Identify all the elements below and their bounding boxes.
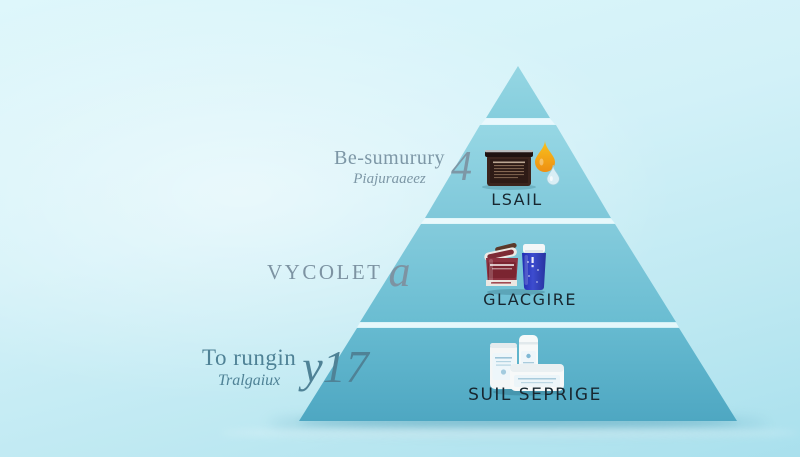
water-droplet-icon <box>546 164 560 186</box>
tier-middle-label: GLACGIRE <box>483 290 577 309</box>
tier-bottom-products <box>490 335 564 396</box>
dark-cream-jar-icon <box>485 150 533 186</box>
apex-shape <box>486 66 550 118</box>
tier-top-products <box>482 140 560 190</box>
tier-middle-shape <box>360 224 676 322</box>
side-label-bottom-numeral: y17 <box>302 341 369 392</box>
tier-top-label: LSAIL <box>491 190 543 209</box>
side-label-middle-lines: VYCOLET <box>267 260 383 285</box>
tier-bottom-label: SUIL SEPRIGE <box>468 385 602 405</box>
gap-3 <box>357 322 679 328</box>
red-mask-jar-icon <box>484 242 518 286</box>
side-label-top-numeral: 4 <box>451 144 473 190</box>
side-label-top-line2: Piajuraaeez <box>353 170 426 187</box>
side-label-bottom: To rungin Tralgaiux y17 <box>202 344 369 390</box>
side-label-top-line1: Be-sumurury <box>334 146 446 169</box>
orange-droplet-icon <box>535 140 555 172</box>
product-shadow <box>487 289 545 295</box>
blue-tube-icon <box>522 244 546 290</box>
side-label-bottom-line1: To rungin <box>202 344 297 370</box>
gap-2 <box>421 218 615 224</box>
white-jar-icon <box>510 364 564 391</box>
tier-middle-products <box>484 242 546 295</box>
side-label-top: Be-sumurury Piajuraaeez 4 <box>334 146 472 188</box>
side-label-bottom-line2: Tralgaiux <box>218 371 281 389</box>
side-label-middle: VYCOLET a <box>267 250 411 294</box>
gap-1 <box>481 118 555 125</box>
side-label-middle-numeral: a <box>388 247 411 296</box>
side-label-top-lines: Be-sumurury Piajuraaeez <box>334 147 445 188</box>
side-label-middle-line1: VYCOLET <box>267 259 383 284</box>
side-label-bottom-lines: To rungin Tralgaiux <box>202 345 296 390</box>
floor-highlight <box>220 429 800 437</box>
